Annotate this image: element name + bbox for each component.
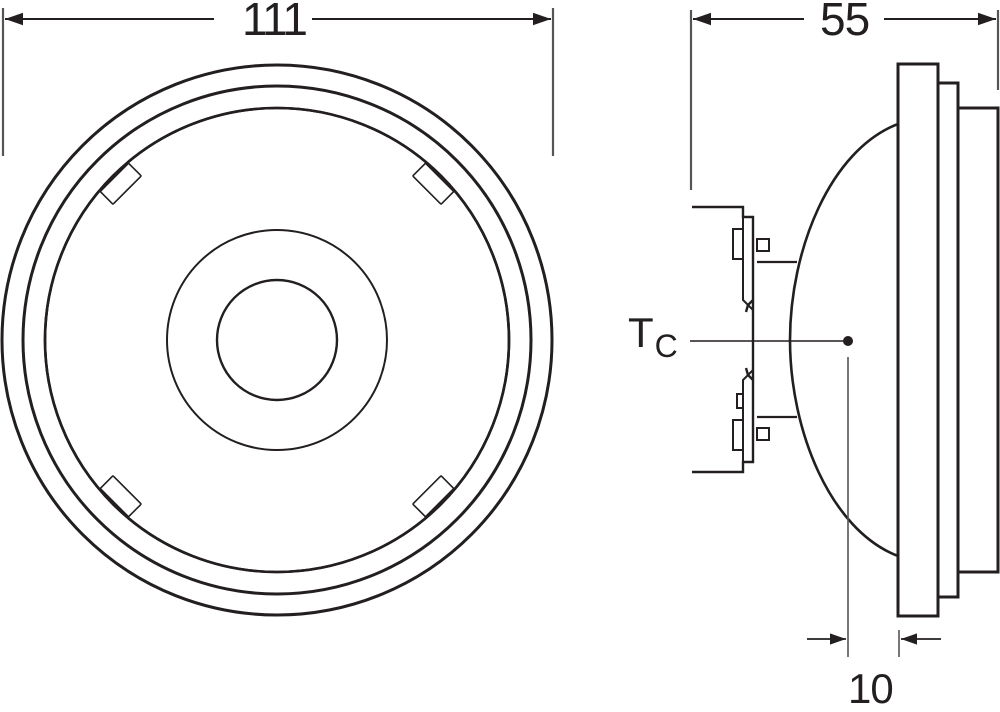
front-view <box>0 63 554 617</box>
tc-point-dot <box>843 336 853 346</box>
middle-ring <box>21 84 533 596</box>
dimension-label-length: 55 <box>816 0 874 42</box>
reflector-boss-inner <box>215 278 339 402</box>
front-flange <box>896 62 940 618</box>
tc-marker <box>690 336 853 346</box>
base-plate-top <box>742 217 754 311</box>
pin-tab-bottom <box>756 427 770 441</box>
pin-block-bottom <box>732 419 744 451</box>
outer-ring <box>0 63 554 617</box>
dimension-offset <box>807 357 941 657</box>
flange-step-3 <box>958 106 1000 574</box>
pin-block-top <box>732 228 744 260</box>
dimension-length <box>689 10 1000 190</box>
clip-top-right <box>412 162 455 205</box>
tc-label-main: T <box>628 309 654 356</box>
flange-step-2 <box>936 81 960 599</box>
tc-label-subscript: C <box>654 328 678 364</box>
clip-bottom-left <box>99 475 142 518</box>
clip-bottom-right <box>412 475 455 518</box>
clip-top-left <box>99 162 142 205</box>
dimension-label-offset: 10 <box>848 665 894 712</box>
reflector-boss-outer <box>166 229 388 451</box>
base-plate-bottom <box>742 369 754 462</box>
reflector-dome <box>788 122 899 558</box>
dimension-diameter <box>1 8 555 156</box>
pin-tab-top <box>756 238 770 252</box>
pin-small-bottom <box>736 393 744 409</box>
dimension-label-diameter: 111 <box>236 0 312 42</box>
side-view <box>692 62 1000 618</box>
tc-label: TC <box>628 309 678 363</box>
